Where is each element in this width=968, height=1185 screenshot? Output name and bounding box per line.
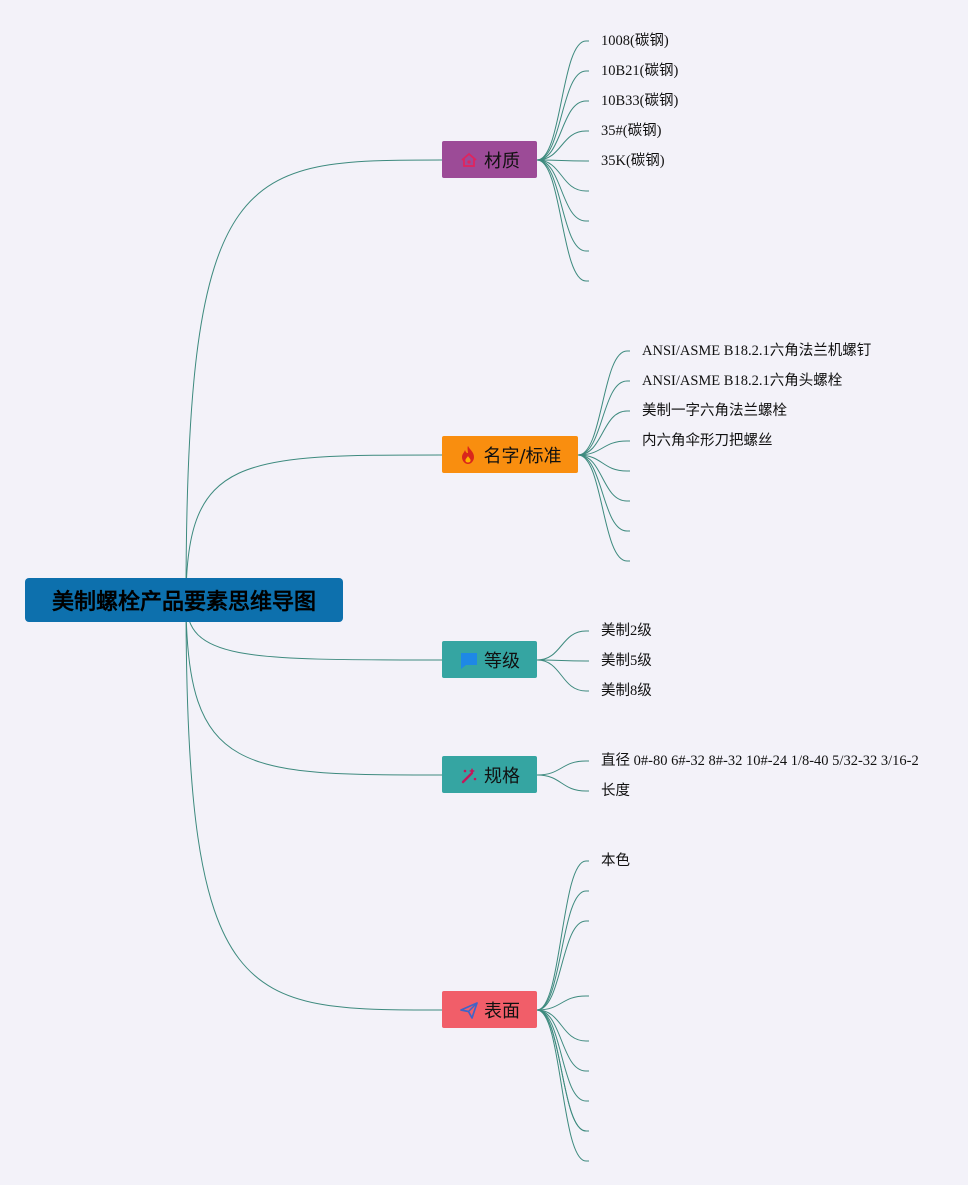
branch-leaf-link bbox=[577, 454, 628, 502]
branch-leaf-link bbox=[536, 1009, 587, 1162]
branch-leaf-link bbox=[536, 159, 587, 252]
branch-material[interactable]: 材质 bbox=[442, 141, 537, 178]
branch-leaf-link bbox=[536, 630, 587, 661]
branch-leaf-link bbox=[536, 159, 587, 282]
leaf-topic[interactable]: 10B33(碳钢) bbox=[601, 93, 679, 109]
leaf-topic[interactable]: 美制2级 bbox=[601, 623, 652, 639]
branch-grade[interactable]: 等级 bbox=[442, 641, 537, 678]
branch-leaf-link bbox=[536, 159, 587, 162]
fire-icon bbox=[458, 445, 478, 465]
leaf-topic[interactable]: 内六角伞形刀把螺丝 bbox=[642, 433, 773, 449]
branch-leaf-link bbox=[577, 454, 628, 562]
leaf-topic[interactable]: ANSI/ASME B18.2.1六角法兰机螺钉 bbox=[642, 343, 872, 359]
branch-specification[interactable]: 规格 bbox=[442, 756, 537, 793]
branch-leaf-link bbox=[536, 159, 587, 192]
branch-leaf-link bbox=[536, 1009, 587, 1042]
branch-leaf-link bbox=[536, 774, 587, 792]
branch-leaf-link bbox=[577, 454, 628, 472]
branch-leaf-link bbox=[536, 659, 587, 662]
branch-leaf-link bbox=[577, 410, 628, 456]
leaf-topic[interactable]: ANSI/ASME B18.2.1六角头螺栓 bbox=[642, 373, 843, 389]
magic-wand-icon bbox=[459, 765, 479, 785]
branch-label: 规格 bbox=[484, 765, 520, 787]
branch-leaf-link bbox=[536, 70, 587, 161]
branch-leaf-link bbox=[536, 100, 587, 161]
branch-leaf-link bbox=[536, 1009, 587, 1072]
branch-leaf-link bbox=[536, 890, 587, 1011]
root-branch-link bbox=[185, 159, 443, 601]
branch-label: 材质 bbox=[484, 150, 520, 172]
leaf-topic[interactable]: 35K(碳钢) bbox=[601, 153, 665, 169]
branch-label: 名字/标准 bbox=[483, 445, 562, 467]
root-topic[interactable]: 美制螺栓产品要素思维导图 bbox=[25, 578, 343, 622]
branch-leaf-link bbox=[536, 860, 587, 1011]
root-branch-link bbox=[185, 599, 443, 1011]
leaf-topic[interactable]: 10B21(碳钢) bbox=[601, 63, 679, 79]
leaf-topic[interactable]: 本色 bbox=[601, 853, 630, 869]
leaf-topic[interactable]: 长度 bbox=[601, 783, 630, 799]
leaf-topic[interactable]: 美制一字六角法兰螺栓 bbox=[642, 403, 787, 419]
flag-icon bbox=[459, 650, 479, 670]
leaf-topic[interactable]: 35#(碳钢) bbox=[601, 123, 662, 139]
leaf-topic[interactable]: 直径 0#-80 6#-32 8#-32 10#-24 1/8-40 5/32-… bbox=[601, 753, 919, 769]
root-branch-link bbox=[185, 454, 443, 601]
branch-leaf-link bbox=[577, 440, 628, 456]
root-branch-link bbox=[185, 599, 443, 776]
branch-surface[interactable]: 表面 bbox=[442, 991, 537, 1028]
branch-leaf-link bbox=[536, 760, 587, 776]
branch-leaf-link bbox=[536, 1009, 587, 1132]
leaf-topic[interactable]: 美制8级 bbox=[601, 683, 652, 699]
branch-leaf-link bbox=[536, 40, 587, 161]
branch-leaf-link bbox=[536, 659, 587, 692]
branch-leaf-link bbox=[577, 380, 628, 456]
branch-label: 等级 bbox=[484, 650, 520, 672]
branch-leaf-link bbox=[577, 454, 628, 532]
leaf-topic[interactable]: 1008(碳钢) bbox=[601, 33, 669, 49]
branch-leaf-link bbox=[536, 130, 587, 161]
branch-leaf-link bbox=[536, 995, 587, 1011]
branch-leaf-link bbox=[536, 159, 587, 222]
house-icon bbox=[459, 150, 479, 170]
branch-leaf-link bbox=[577, 350, 628, 456]
branch-label: 表面 bbox=[484, 1000, 520, 1022]
branch-leaf-link bbox=[536, 920, 587, 1011]
branch-name-standard[interactable]: 名字/标准 bbox=[442, 436, 578, 473]
leaf-topic[interactable]: 美制5级 bbox=[601, 653, 652, 669]
paper-plane-icon bbox=[459, 1000, 479, 1020]
